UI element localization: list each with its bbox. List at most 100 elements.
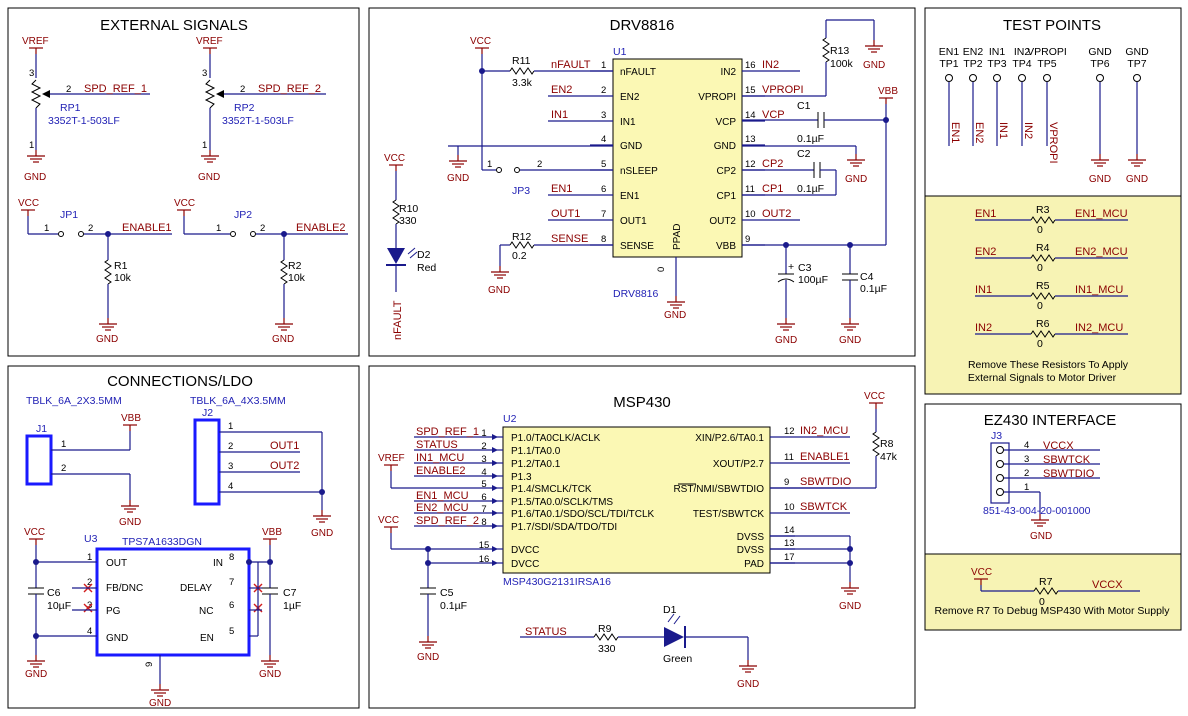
tp-net-label: IN1	[997, 122, 1009, 139]
r9-ref: R9	[598, 623, 612, 635]
r7-note: Remove R7 To Debug MSP430 With Motor Sup…	[935, 605, 1171, 617]
spd-ref-1-net: SPD_REF_1	[84, 83, 147, 95]
msp430-title: MSP430	[613, 394, 671, 411]
svg-text:GND: GND	[488, 285, 510, 296]
svg-text:GND: GND	[259, 669, 281, 680]
svg-text:GND: GND	[775, 335, 797, 346]
svg-text:TP3: TP3	[987, 58, 1006, 70]
svg-text:IN2: IN2	[1014, 46, 1031, 58]
drv8816-left-pins: 1nFAULTnFAULT2EN2EN23IN1IN14GND5nSLEEP6E…	[548, 59, 658, 252]
drv-pin-name: CP1	[717, 191, 737, 202]
svg-text:VBB: VBB	[878, 86, 898, 97]
drv-net-label: VPROPI	[762, 84, 804, 96]
ez430-pin-1: 1	[1004, 482, 1040, 493]
svg-text:GND: GND	[863, 60, 885, 71]
svg-text:3: 3	[29, 68, 34, 79]
svg-text:EN: EN	[200, 633, 214, 644]
svg-text:NC: NC	[199, 606, 213, 617]
msp-net-label: SPD_REF_2	[416, 515, 479, 527]
drv-net-label: IN1	[551, 109, 568, 121]
drv8816-title: DRV8816	[610, 17, 675, 34]
msp-pin-name: TEST/SBWTCK	[693, 509, 764, 520]
c2-value: 0.1µF	[797, 183, 824, 195]
c3-value: 100µF	[798, 274, 828, 286]
r1-ref: R1	[114, 260, 128, 272]
svg-text:15: 15	[745, 85, 756, 96]
svg-text:10: 10	[745, 209, 756, 220]
msp-pin-name: XOUT/P2.7	[713, 459, 765, 470]
svg-text:TP6: TP6	[1090, 58, 1109, 70]
msp-pin-name: P1.0/TA0CLK/ACLK	[511, 433, 601, 444]
rp1-part: 3352T-1-503LF	[48, 115, 120, 127]
svg-text:IN2_MCU: IN2_MCU	[1075, 322, 1123, 334]
drv-pin-name: EN1	[620, 191, 640, 202]
svg-text:1: 1	[228, 421, 233, 432]
msp-pin-name: P1.5/TA0.0/SCLK/TMS	[511, 497, 613, 508]
j1-ref: J1	[36, 423, 47, 435]
msp-pin-name: P1.1/TA0.0	[511, 446, 561, 457]
r12-ref: R12	[512, 231, 531, 243]
svg-text:4: 4	[87, 626, 92, 637]
svg-text:1: 1	[481, 428, 486, 439]
j1-connector: TBLK_6A_2X3.5MM J1 1 VBB 2 GND	[25, 395, 141, 528]
svg-text:8: 8	[229, 552, 234, 563]
c7-ref: C7	[283, 587, 297, 599]
svg-text:FB/DNC: FB/DNC	[106, 583, 143, 594]
svg-text:TP1: TP1	[939, 58, 958, 70]
drv8816-left-circuit: VCC R11 3.3k GND 1 2 JP3 R12 0.2 GND	[447, 36, 613, 296]
u3-ref: U3	[84, 533, 98, 545]
svg-text:GND: GND	[149, 698, 171, 709]
svg-text:16: 16	[479, 554, 490, 565]
svg-text:14: 14	[745, 110, 756, 121]
u2-ref: U2	[503, 413, 517, 425]
svg-text:GND: GND	[272, 334, 294, 345]
drv-net-label: OUT2	[762, 208, 791, 220]
svg-text:13: 13	[784, 538, 795, 549]
svg-text:GND: GND	[737, 679, 759, 690]
drv-net-label: IN2	[762, 59, 779, 71]
svg-text:R3: R3	[1036, 204, 1050, 216]
svg-text:2: 2	[260, 223, 265, 234]
drv-pin-name: GND	[620, 141, 642, 152]
u1-part: DRV8816	[613, 288, 658, 300]
drv-pin-name: VPROPI	[698, 92, 736, 103]
svg-text:6: 6	[229, 600, 234, 611]
c3-ref: C3	[798, 262, 812, 274]
tp-net-label: EN2	[973, 122, 985, 143]
msp-pin-name: P1.6/TA0.1/SDO/SCL/TDI/TCLK	[511, 509, 655, 520]
svg-text:TP2: TP2	[963, 58, 982, 70]
msp-pin-name: DVSS	[737, 532, 765, 543]
connections-ldo-title: CONNECTIONS/LDO	[107, 373, 253, 390]
svg-text:GND: GND	[96, 334, 118, 345]
svg-text:2: 2	[240, 84, 245, 95]
svg-text:3: 3	[202, 68, 207, 79]
msp-net-label: STATUS	[416, 439, 458, 451]
svg-text:GND: GND	[447, 173, 469, 184]
svg-text:1: 1	[601, 60, 606, 71]
test-points-title: TEST POINTS	[1003, 17, 1101, 34]
svg-text:+: +	[788, 261, 794, 273]
r7-ref: R7	[1039, 576, 1053, 588]
svg-text:IN1: IN1	[975, 284, 992, 296]
rp2-ref: RP2	[234, 102, 255, 114]
drv8816-right-circuit: GND R13 100k VBB C1 0.1µF GND C2 0.1µF	[742, 19, 898, 346]
svg-text:6: 6	[481, 492, 486, 503]
ez430-net-label: SBWTCK	[1043, 454, 1091, 466]
svg-text:VCC: VCC	[384, 153, 405, 164]
j1-part: TBLK_6A_2X3.5MM	[26, 395, 122, 407]
msp-pin-name: PAD	[744, 559, 764, 570]
d1-value: Green	[663, 653, 692, 665]
msp-pin-name: P1.3	[511, 472, 532, 483]
